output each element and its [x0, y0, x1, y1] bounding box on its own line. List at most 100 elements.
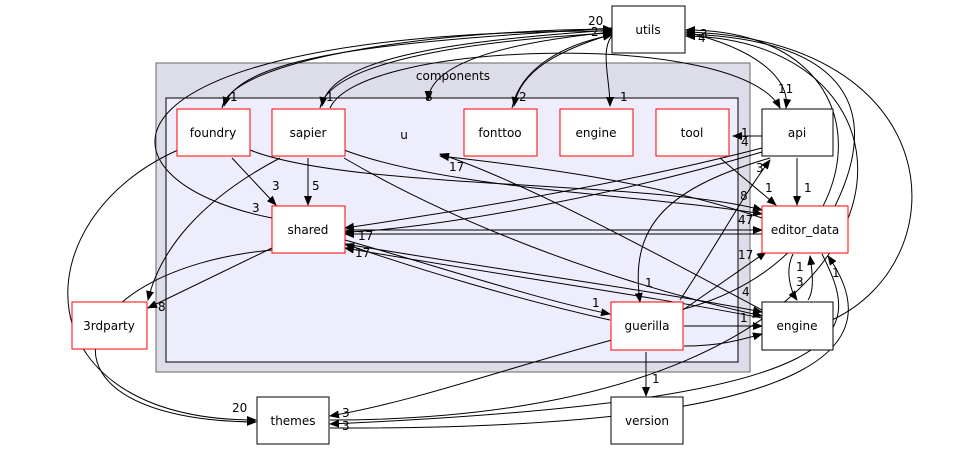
- edge-label: 1: [741, 126, 749, 140]
- edge-label: 1: [796, 260, 804, 274]
- edge-utils-api: [685, 31, 792, 109]
- edge-label: 17: [355, 246, 370, 260]
- edge-label: 3: [756, 161, 764, 175]
- edge-foundry-shared: [231, 157, 277, 206]
- edge-label: 17: [738, 248, 753, 262]
- node-utils-label: utils: [635, 23, 660, 37]
- edge-sapier-utils: [319, 29, 613, 109]
- edge-label: 4: [742, 285, 750, 299]
- edge-label: 1: [230, 90, 238, 104]
- edge-engine-editor: [807, 255, 816, 301]
- edge-utils-fonttoo: [511, 33, 613, 107]
- edge-editor-engine: [788, 253, 798, 301]
- edge-label: 20: [588, 14, 603, 28]
- edge-label: 3: [342, 419, 350, 433]
- node-engine-inner[interactable]: engine: [559, 108, 634, 157]
- edge-editor-utils: [685, 30, 855, 213]
- edge-label: 2: [519, 90, 527, 104]
- node-engine[interactable]: engine: [761, 301, 834, 351]
- edge-guerilla-engine-b: [683, 332, 763, 347]
- node-3rdparty[interactable]: 3rdparty: [71, 301, 148, 350]
- edge-label: 1: [652, 372, 660, 386]
- cluster-components-label: components: [416, 69, 490, 83]
- edges: [67, 25, 913, 429]
- edge-sapier-editor: [343, 149, 763, 217]
- node-themes[interactable]: themes: [256, 396, 330, 445]
- edge-label: 17: [449, 160, 464, 174]
- node-tool[interactable]: tool: [655, 108, 730, 157]
- node-shared-label: shared: [288, 223, 329, 237]
- node-engine-inner-label: engine: [576, 126, 617, 140]
- node-api-label: api: [788, 126, 806, 140]
- node-guerilla[interactable]: guerilla: [610, 301, 684, 351]
- edge-label: 4: [698, 31, 706, 45]
- edge-label: 3: [252, 201, 260, 215]
- edge-editor-themes: [329, 253, 840, 428]
- edge-foundry-themes: [67, 149, 257, 424]
- node-foundry[interactable]: foundry: [176, 108, 251, 157]
- edge-tool-editor: [719, 157, 777, 206]
- edge-guerilla-themes: [329, 339, 613, 419]
- node-sapier[interactable]: sapier: [271, 108, 346, 157]
- edge-label: 3: [272, 179, 280, 193]
- node-fonttoo[interactable]: fonttoo: [463, 108, 538, 157]
- node-themes-label: themes: [270, 414, 315, 428]
- edge-shared-guerilla: [344, 239, 611, 317]
- edge-engine-utils: [685, 28, 913, 321]
- edge-utils-u: [424, 31, 613, 101]
- cluster-u-label: u: [400, 128, 408, 142]
- edge-api-guerilla: [634, 157, 771, 303]
- node-3rdparty-label: 3rdparty: [83, 319, 135, 333]
- node-version[interactable]: version: [610, 396, 684, 445]
- node-sapier-label: sapier: [290, 126, 327, 140]
- node-foundry-label: foundry: [190, 126, 236, 140]
- edge-label: 1: [326, 90, 334, 104]
- edge-utils-foundry: [222, 27, 613, 107]
- edge-shared-utils: [154, 26, 613, 219]
- node-fonttoo-label: fonttoo: [478, 126, 521, 140]
- edge-label: 1: [804, 181, 812, 195]
- edge-label: 1: [592, 296, 600, 310]
- edge-label: 2: [591, 25, 599, 39]
- edge-label: 11: [778, 82, 793, 96]
- node-version-label: version: [625, 414, 669, 428]
- edge-label: 1: [832, 266, 840, 280]
- edge-label: 47: [738, 213, 753, 227]
- edge-utils-engine-inner: [605, 35, 614, 107]
- edge-label: 4: [741, 135, 749, 149]
- edge-label: 3: [796, 275, 804, 289]
- edge-labels: 20 2 4 3 1 1 8 2 1 11 4 1 3 5 3 17 3 8 1…: [158, 14, 840, 433]
- node-api[interactable]: api: [761, 108, 834, 157]
- edge-fonttoo-utils: [511, 32, 613, 109]
- edge-engine-shared: [344, 245, 763, 319]
- node-engine-label: engine: [777, 319, 818, 333]
- edge-label: 8: [158, 300, 166, 314]
- edge-editor-u: [439, 153, 763, 219]
- edge-shared-engine-a: [344, 243, 763, 315]
- edge-label: 1: [765, 181, 773, 195]
- edge-label: 1: [740, 311, 748, 325]
- edge-label: 8: [740, 189, 748, 203]
- edge-guerilla-editor: [679, 251, 767, 313]
- edge-label: 3: [342, 406, 350, 420]
- node-utils[interactable]: utils: [611, 5, 686, 54]
- edge-label: 17: [358, 229, 373, 243]
- edge-utils-sapier: [319, 29, 613, 107]
- edge-label: 1: [645, 276, 653, 290]
- edge-guerilla-shared: [344, 243, 611, 321]
- edge-guerilla-utils: [679, 26, 839, 311]
- node-editor-data-label: editor_data: [771, 223, 839, 237]
- edge-label: 5: [312, 179, 320, 193]
- edge-label: 3: [700, 27, 708, 41]
- node-tool-label: tool: [681, 126, 704, 140]
- edge-api-shared-a: [344, 147, 763, 231]
- edge-sapier-api: [329, 52, 781, 109]
- node-guerilla-label: guerilla: [625, 319, 670, 333]
- edge-label: 8: [425, 90, 433, 104]
- node-editor-data[interactable]: editor_data: [761, 205, 849, 254]
- edge-guerilla-api: [679, 159, 771, 301]
- node-shared[interactable]: shared: [271, 205, 346, 254]
- edge-themes-editor: [329, 255, 849, 429]
